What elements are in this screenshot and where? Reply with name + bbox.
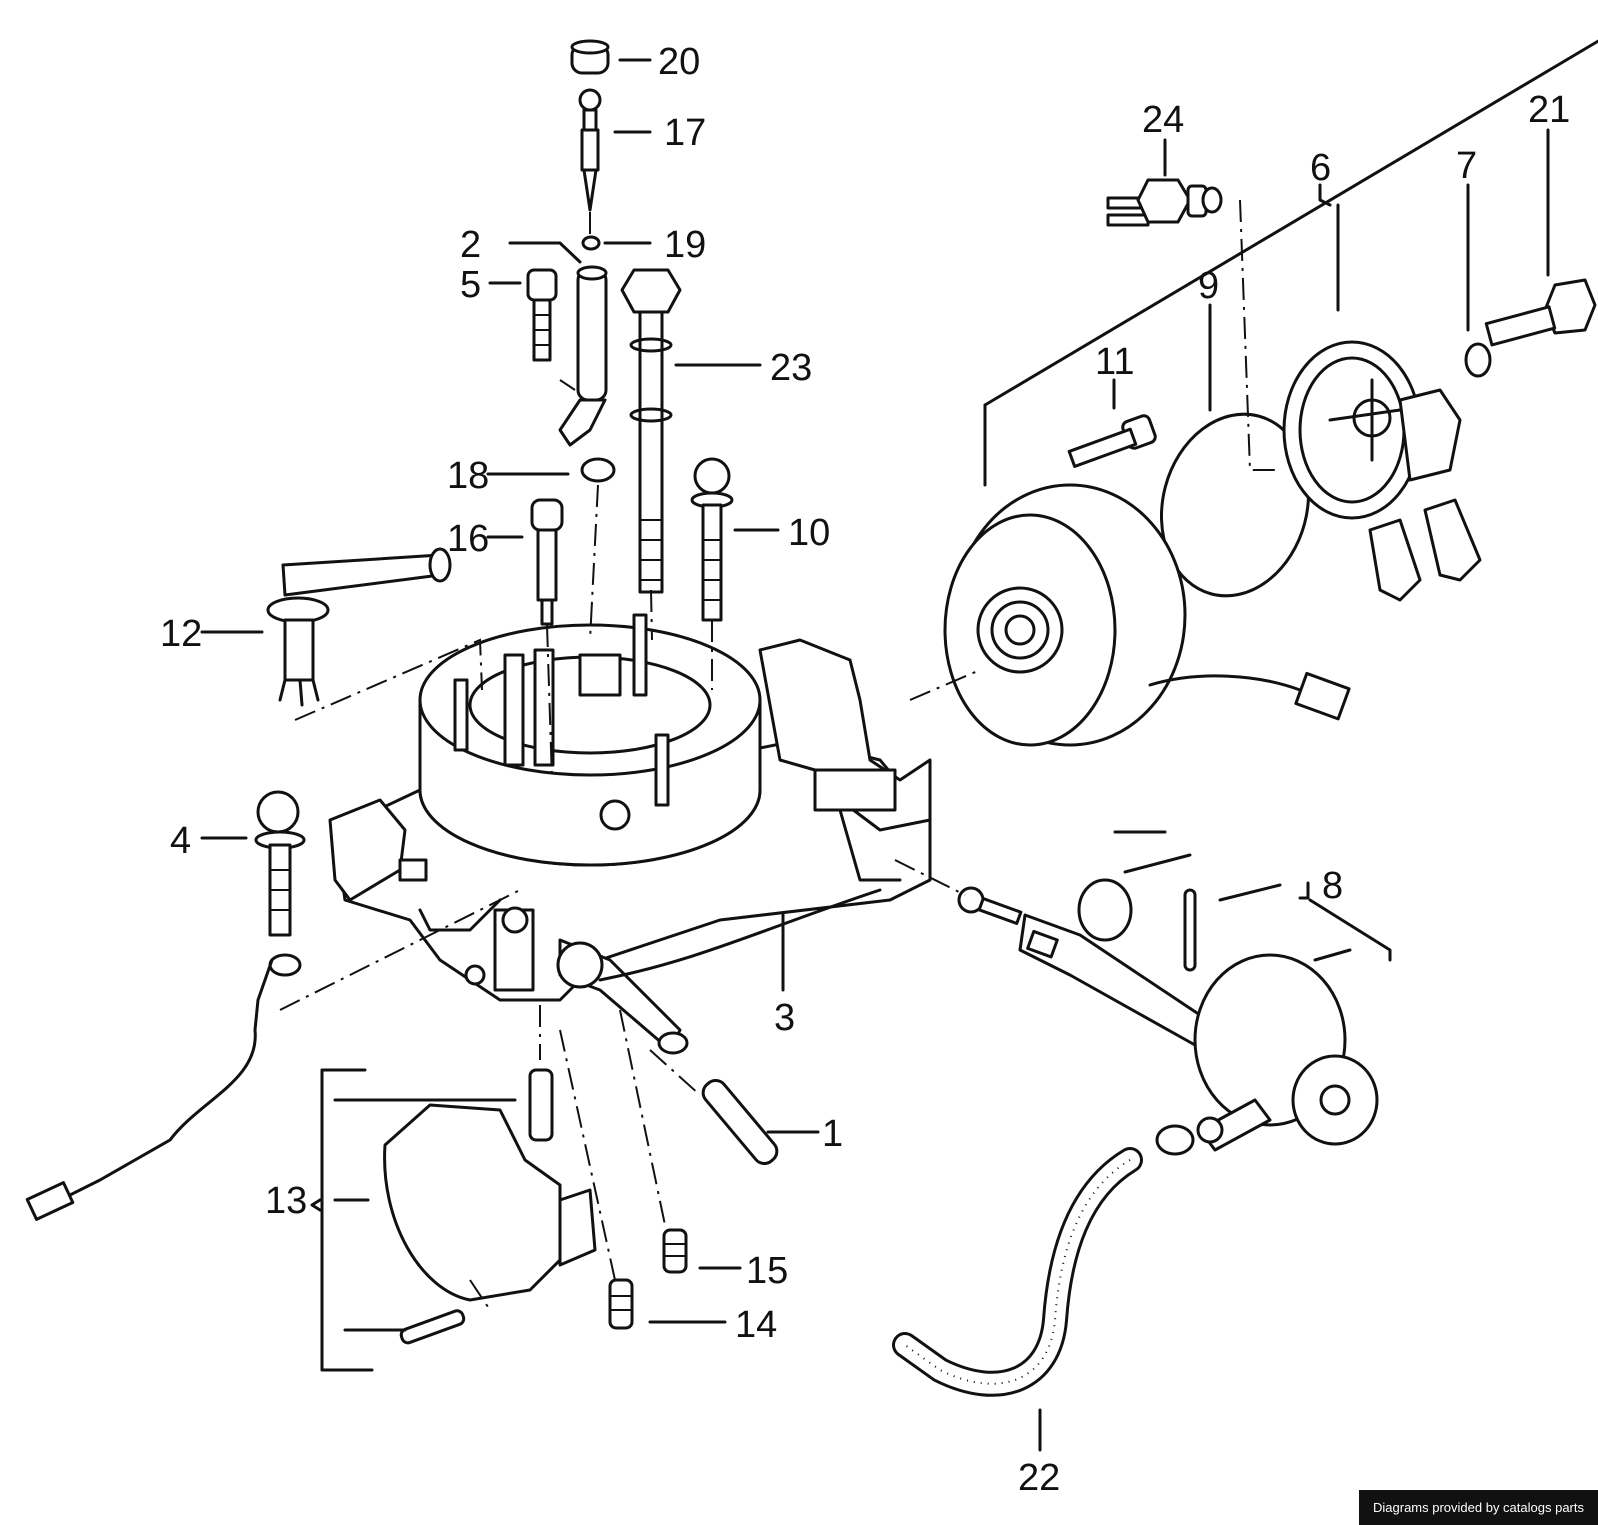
callout-1: 1 — [822, 1113, 843, 1155]
choke-housing — [943, 483, 1351, 747]
callout-12: 12 — [160, 613, 202, 655]
callout-22: 22 — [1018, 1457, 1060, 1499]
callout-8: 8 — [1322, 865, 1343, 907]
part-11-screw — [1067, 414, 1157, 468]
callout-15: 15 — [746, 1250, 788, 1292]
part-14-jet — [608, 1278, 634, 1330]
part-9-gasket — [1159, 412, 1311, 598]
callout-13: 13 — [265, 1180, 307, 1222]
alignment-lines — [279, 199, 1280, 1311]
callout-3: 3 — [774, 997, 795, 1039]
carburetor-body — [328, 613, 932, 1055]
callout-7: 7 — [1456, 145, 1477, 187]
part-24-temperature-sensor — [1106, 178, 1223, 227]
callout-2: 2 — [460, 224, 481, 266]
part-15-jet — [662, 1228, 688, 1274]
part-4-screw-and-ground-lead — [25, 790, 306, 1221]
part-21-bolt — [1484, 278, 1597, 347]
part-13-cover-group — [320, 1068, 597, 1372]
part-8-vacuum-unit-group — [957, 878, 1379, 1156]
part-12-pipe-fitting — [266, 547, 452, 707]
part-2-tube — [558, 265, 608, 447]
callout-4: 4 — [170, 820, 191, 862]
callout-24: 24 — [1142, 99, 1184, 141]
callout-5: 5 — [460, 264, 481, 306]
part-16-screw — [530, 498, 564, 626]
part-7-o-ring — [1464, 342, 1492, 378]
callout-labels: 20 17 19 2 5 23 18 16 10 12 4 3 1 13 15 … — [160, 41, 1570, 1499]
part-5-screw — [526, 268, 558, 362]
callout-17: 17 — [664, 112, 706, 154]
callout-19: 19 — [664, 224, 706, 266]
callout-11: 11 — [1095, 341, 1134, 383]
callout-21: 21 — [1528, 89, 1570, 131]
callout-18: 18 — [447, 455, 489, 497]
callout-9: 9 — [1198, 265, 1219, 307]
threaded-studs — [453, 613, 670, 807]
callout-14: 14 — [735, 1304, 777, 1346]
part-18-o-ring — [580, 457, 616, 483]
callout-10: 10 — [788, 512, 830, 554]
part-20-cap — [570, 39, 610, 75]
part-10-screw — [690, 457, 734, 622]
callout-23: 23 — [770, 347, 812, 389]
part-17-needle — [578, 88, 602, 212]
callout-20: 20 — [658, 41, 700, 83]
part-6-cover — [1282, 340, 1482, 602]
part-23-long-bolt — [620, 268, 682, 594]
part-19-o-ring — [581, 235, 601, 251]
callout-16: 16 — [447, 518, 489, 560]
leader-lines — [200, 39, 1598, 1452]
part-1-pin — [701, 1078, 779, 1166]
part-22-vacuum-hose — [892, 1147, 1143, 1397]
callout-6: 6 — [1310, 147, 1331, 189]
diagram-credit-badge: Diagrams provided by catalogs parts — [1359, 1490, 1598, 1525]
